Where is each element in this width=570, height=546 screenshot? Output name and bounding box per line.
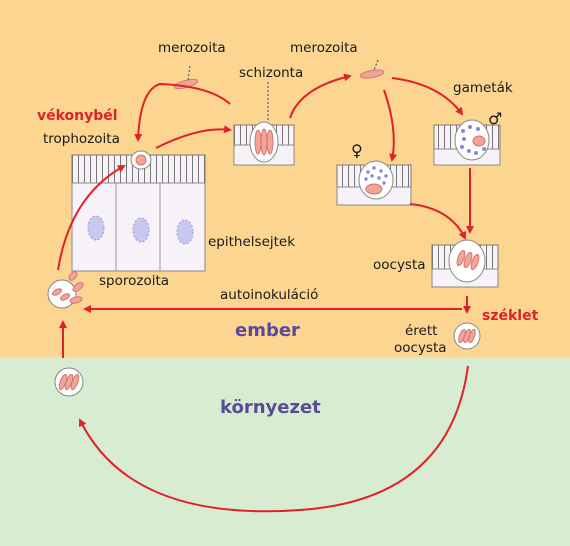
label-epithelsejtek: epithelsejtek bbox=[208, 234, 295, 250]
cell-nucleus bbox=[87, 215, 105, 241]
cell-nucleus bbox=[176, 219, 194, 245]
label-gametak: gameták bbox=[453, 80, 513, 96]
label-erett-oocysta: oocysta bbox=[394, 340, 447, 356]
label-kornyezet: környezet bbox=[220, 397, 321, 418]
female-symbol: ♀ bbox=[351, 141, 363, 160]
schizont-cell bbox=[233, 121, 295, 166]
mature-oocyst-icon bbox=[453, 322, 481, 350]
label-trophozoita: trophozoita bbox=[43, 131, 120, 147]
male-symbol: ♂ bbox=[488, 109, 502, 128]
environment-region bbox=[0, 357, 570, 546]
label-erett: érett bbox=[405, 323, 437, 339]
arrow-merozoite-to-female bbox=[383, 89, 398, 162]
epithelium-cells bbox=[71, 150, 206, 272]
label-vekonybel: vékonybél bbox=[37, 108, 118, 124]
label-schizonta: schizonta bbox=[239, 65, 303, 81]
arrow-feces-to-environment bbox=[79, 365, 469, 513]
label-autoinokulacio: autoinokuláció bbox=[220, 287, 318, 303]
label-sporozoita: sporozoita bbox=[99, 273, 169, 289]
arrow-schizont-to-right-merozoite bbox=[289, 73, 352, 119]
arrow-sporozoite-to-cell bbox=[57, 165, 126, 271]
cycle-arrows bbox=[57, 73, 474, 513]
female-gamete-cell bbox=[336, 160, 412, 206]
merozoite-icon bbox=[359, 69, 385, 79]
arrow-female-to-oocyst bbox=[409, 203, 466, 240]
label-merozoita-right: merozoita bbox=[290, 40, 358, 56]
label-oocysta: oocysta bbox=[373, 257, 426, 273]
label-ember: ember bbox=[235, 320, 300, 341]
label-szeklet: széklet bbox=[482, 308, 539, 324]
oocyst-cell bbox=[431, 239, 499, 288]
arrow-merozoite-to-male bbox=[391, 77, 464, 116]
arrow-schizont-to-merozoite bbox=[134, 82, 231, 142]
male-gamete-cell bbox=[433, 119, 501, 166]
label-merozoita-left: merozoita bbox=[158, 40, 226, 56]
environment-oocyst-icon bbox=[54, 367, 84, 397]
sporozoite-icon bbox=[47, 271, 84, 309]
leader-lines bbox=[187, 59, 379, 122]
cell-nucleus bbox=[132, 217, 150, 243]
arrow-trophozoite-to-schizont bbox=[155, 125, 232, 149]
